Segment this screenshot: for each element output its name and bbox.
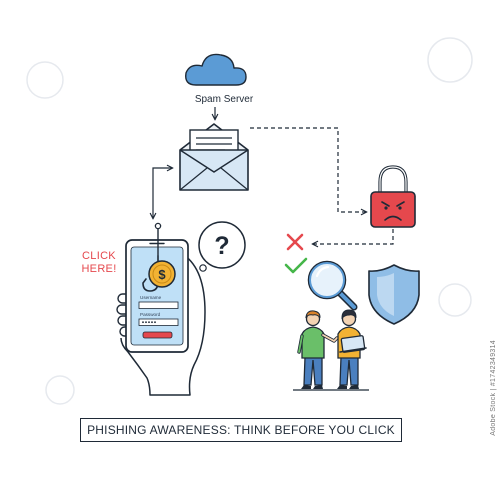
envelope-icon	[179, 123, 249, 191]
email-to-phone-arrow	[153, 168, 172, 218]
password-field-label: Password	[140, 312, 161, 317]
cloud-icon	[185, 53, 247, 86]
dollar-coin-icon: $	[148, 260, 176, 288]
shield-icon	[368, 264, 420, 325]
username-field-label: Username	[140, 295, 162, 300]
angry-padlock-icon	[370, 165, 416, 228]
magnifier-icon	[307, 260, 358, 311]
check-icon	[284, 257, 308, 274]
caption-text: PHISHING AWARENESS: THINK BEFORE YOU CLI…	[87, 423, 395, 437]
click-here-line-2: HERE!	[81, 263, 117, 275]
lock-to-check-arrow	[313, 229, 394, 244]
click-here-line-1: CLICK	[82, 250, 116, 262]
spam-server-label: Spam Server	[194, 94, 254, 105]
email-to-lock-arrow	[250, 127, 366, 212]
svg-text:$: $	[158, 267, 166, 282]
background-decoration	[26, 37, 473, 405]
stock-watermark: Adobe Stock | #1742349314	[490, 340, 497, 436]
click-here-label: CLICK HERE!	[74, 250, 124, 276]
cross-icon	[286, 233, 304, 251]
person-right-icon	[337, 309, 367, 389]
caption-box: PHISHING AWARENESS: THINK BEFORE YOU CLI…	[80, 418, 402, 442]
svg-text:?: ?	[214, 232, 229, 260]
question-bubble-icon: ?	[194, 221, 246, 278]
person-left-icon	[297, 310, 339, 389]
